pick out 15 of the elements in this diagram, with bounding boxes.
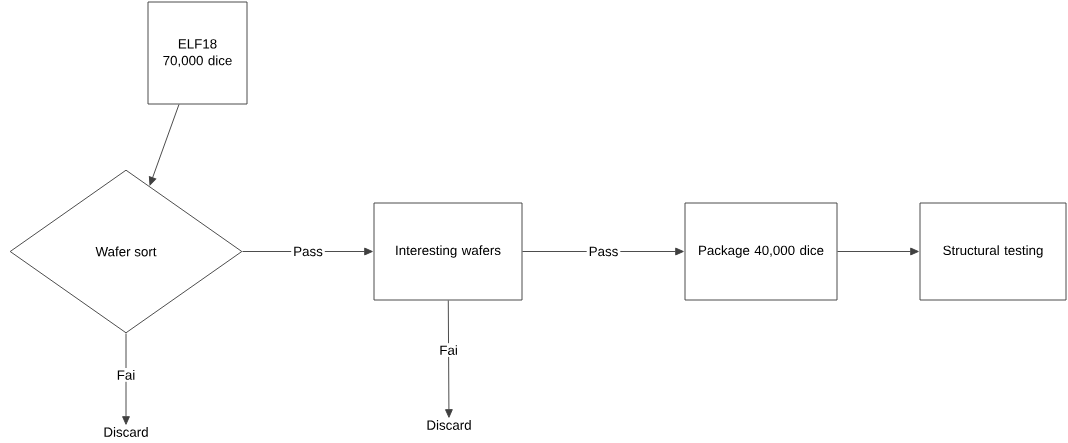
arrow [122,333,130,425]
outcome-text: Discard [104,427,148,437]
process-box: Package 40,000 dice [684,202,838,301]
process-box: ELF18 70,000 dice [147,1,248,105]
edge-label: Fai [114,368,138,382]
process-box: Interesting wafers [373,202,523,301]
outcome-text: Discard [427,420,471,430]
process-box: Structural testing [919,202,1067,301]
edge-label: Pass [586,244,621,259]
edge-label: Fai [437,343,460,357]
arrow [522,247,684,256]
arrow [148,104,180,186]
edge-label: Pass [291,244,325,259]
arrow [445,300,453,418]
arrow [837,247,919,256]
